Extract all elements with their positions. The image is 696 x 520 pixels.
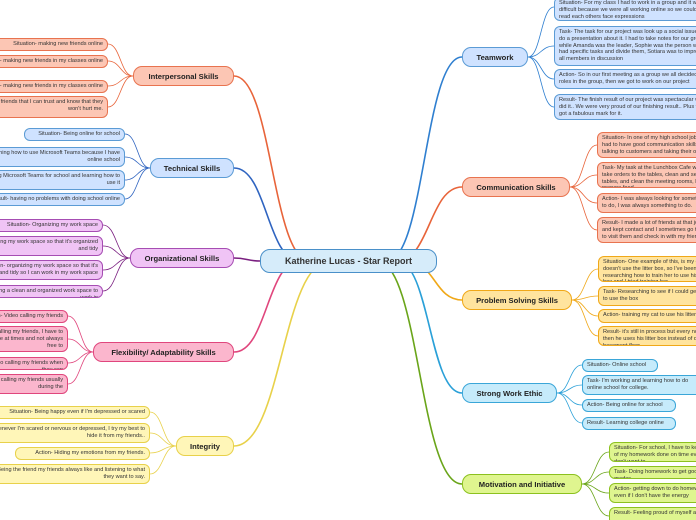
teamwork-result[interactable]: Result- The finish result of our project…	[554, 94, 696, 120]
sublink-flexibility-0	[67, 315, 94, 353]
sublink-workethic-3	[556, 392, 583, 424]
link-teamwork	[386, 56, 463, 262]
communication-task[interactable]: Task- My task at the Lunchbox Cafe was t…	[597, 162, 696, 188]
communication-result[interactable]: Result- I made a lot of friends at that …	[597, 217, 696, 243]
organizational-action[interactable]: Action- organizing my work space so that…	[0, 260, 103, 280]
sublink-teamwork-0	[527, 6, 555, 58]
sublink-interpersonal-0	[107, 43, 134, 77]
link-technical	[233, 167, 301, 262]
teamwork-situation[interactable]: Situation- For my class I had to work in…	[554, 0, 696, 21]
link-flexibility	[233, 260, 301, 353]
sublink-problem-2	[571, 299, 599, 317]
flexibility-action[interactable]: Action- video calling my friends when th…	[0, 357, 68, 370]
problem-situation[interactable]: Situation- One example of this, is my ca…	[598, 256, 696, 282]
interpersonal-task[interactable]: Task- making new friends in my classes o…	[0, 55, 108, 68]
integrity-situation[interactable]: Situation- Being happy even if I'm depre…	[0, 406, 150, 419]
sublink-interpersonal-1	[107, 60, 134, 77]
interpersonal-result[interactable]: Result- friends that I can trust and kno…	[0, 96, 108, 118]
branch-organizational-skills[interactable]: Organizational Skills	[130, 248, 234, 268]
workethic-action[interactable]: Action- Being online for school	[582, 399, 676, 412]
organizational-task[interactable]: Task- organizing my work space so that i…	[0, 236, 103, 256]
link-interpersonal	[233, 75, 311, 262]
branch-problem-solving-skills[interactable]: Problem Solving Skills	[462, 290, 572, 310]
sublink-teamwork-2	[527, 56, 555, 80]
sublink-flexibility-3	[67, 351, 94, 385]
sublink-integrity-3	[149, 445, 177, 475]
technical-task[interactable]: Task- learning how to use Microsoft Team…	[0, 147, 125, 167]
sublink-teamwork-3	[527, 56, 555, 108]
workethic-result[interactable]: Result- Learning college online	[582, 417, 676, 430]
sublink-communication-2	[569, 186, 598, 204]
branch-strong-work-ethic[interactable]: Strong Work Ethic	[462, 383, 557, 403]
sublink-integrity-1	[149, 432, 177, 447]
motivation-task[interactable]: Task- Doing homework to get good grades	[609, 466, 696, 479]
technical-result[interactable]: Result- having no problems with doing sc…	[0, 193, 125, 206]
sublink-interpersonal-3	[107, 75, 134, 108]
workethic-situation[interactable]: Situation- Online school	[582, 359, 658, 372]
branch-interpersonal-skills[interactable]: Interpersonal Skills	[133, 66, 234, 86]
problem-action[interactable]: Action- training my cat to use his litte…	[598, 309, 696, 323]
sublink-motivation-1	[581, 471, 610, 485]
branch-teamwork[interactable]: Teamwork	[462, 47, 528, 67]
sublink-organizational-3	[102, 257, 131, 292]
sublink-workethic-2	[556, 392, 583, 406]
sublink-organizational-2	[102, 257, 131, 271]
flexibility-situation[interactable]: Situation- Video calling my friends	[0, 310, 68, 323]
problem-result[interactable]: Result- it's still in process but every …	[598, 326, 696, 346]
sublink-communication-3	[569, 186, 598, 231]
integrity-task[interactable]: Task- Whenever I'm scared or nervous or …	[0, 423, 150, 443]
flexibility-result[interactable]: Result- video calling my friends usually…	[0, 374, 68, 394]
branch-flexibility-adaptability-skills[interactable]: Flexibility/ Adaptability Skills	[93, 342, 234, 362]
motivation-situation[interactable]: Situation- For school, I have to keep al…	[609, 442, 696, 462]
sublink-technical-3	[124, 167, 151, 200]
sublink-motivation-0	[581, 451, 610, 485]
branch-technical-skills[interactable]: Technical Skills	[150, 158, 234, 178]
flexibility-task[interactable]: Task- video calling my friends, I have t…	[0, 326, 68, 352]
branch-communication-skills[interactable]: Communication Skills	[462, 177, 570, 197]
organizational-result[interactable]: Result- having a clean and organized wor…	[0, 285, 103, 298]
branch-integrity[interactable]: Integrity	[176, 436, 234, 456]
motivation-result[interactable]: Result- Feeling proud of myself after	[609, 507, 696, 520]
sublink-problem-0	[571, 268, 599, 301]
sublink-communication-0	[569, 144, 598, 188]
sublink-workethic-0	[556, 364, 583, 394]
sublink-flexibility-1	[67, 338, 94, 353]
sublink-organizational-1	[102, 245, 131, 259]
sublink-motivation-3	[581, 483, 610, 517]
interpersonal-situation[interactable]: Situation- making new friends online	[0, 38, 108, 51]
sublink-organizational-0	[102, 224, 131, 259]
link-workethic	[396, 260, 463, 394]
technical-action[interactable]: Action- using Microsoft Teams for school…	[0, 170, 125, 190]
sublink-technical-0	[124, 133, 151, 169]
teamwork-action[interactable]: Action- So in our first meeting as a gro…	[554, 69, 696, 89]
sublink-problem-1	[571, 295, 599, 301]
sublink-communication-1	[569, 174, 598, 188]
sublink-flexibility-2	[67, 351, 94, 364]
interpersonal-action[interactable]: Action- making new friends in my classes…	[0, 80, 108, 93]
integrity-result[interactable]: Result- Being the friend my friends alwa…	[0, 464, 150, 484]
integrity-action[interactable]: Action- Hiding my emotions from my frien…	[15, 447, 150, 460]
teamwork-task[interactable]: Task- The task for our project was look …	[554, 26, 696, 66]
sublink-technical-1	[124, 156, 151, 169]
link-integrity	[233, 260, 331, 447]
sublink-workethic-1	[556, 384, 583, 394]
link-organizational	[233, 257, 261, 262]
link-motivation	[376, 260, 463, 485]
communication-action[interactable]: Action- I was always looking for somethi…	[597, 193, 696, 213]
motivation-action[interactable]: Action- getting down to do homework even…	[609, 483, 696, 503]
sublink-technical-2	[124, 167, 151, 181]
communication-situation[interactable]: Situation- In one of my high school jobs…	[597, 132, 696, 158]
workethic-task[interactable]: Task- I'm working and learning how to do…	[582, 375, 696, 395]
technical-situation[interactable]: Situation- Being online for school	[24, 128, 125, 141]
sublink-teamwork-1	[527, 45, 555, 58]
branch-motivation-and-initiative[interactable]: Motivation and Initiative	[462, 474, 582, 494]
sublink-problem-3	[571, 299, 599, 337]
organizational-situation[interactable]: Situation- Organizing my work space	[0, 219, 103, 232]
sublink-integrity-0	[149, 411, 177, 447]
central-topic[interactable]: Katherine Lucas - Star Report	[260, 249, 437, 273]
